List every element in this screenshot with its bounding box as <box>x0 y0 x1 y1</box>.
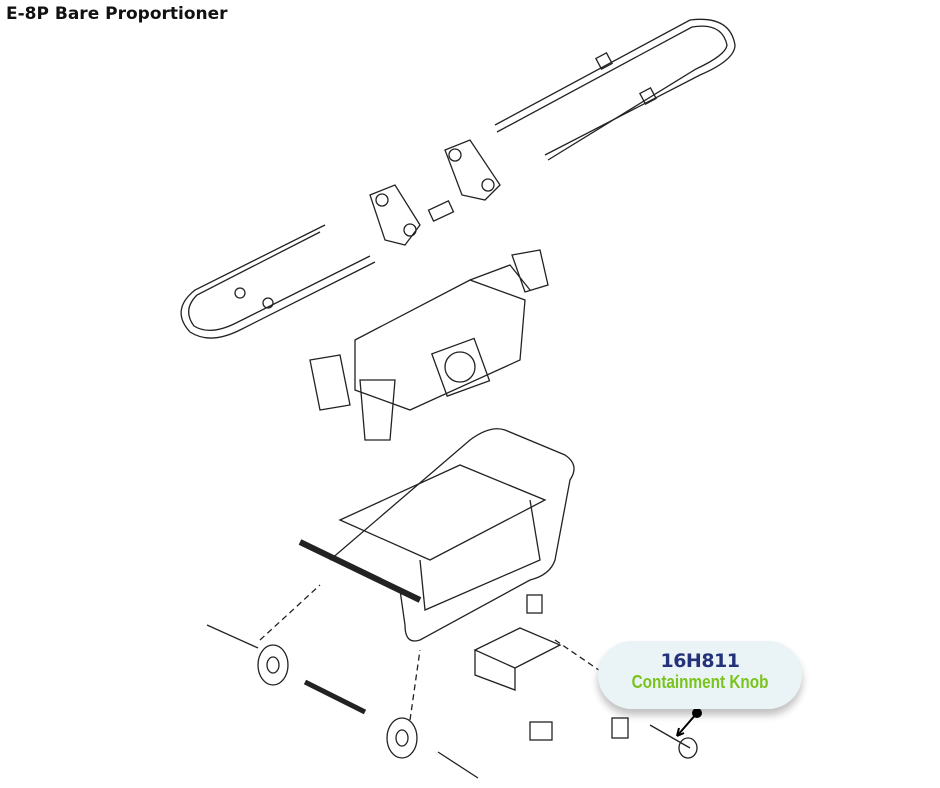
callout-pointer <box>676 708 702 737</box>
mount-brackets <box>369 139 501 246</box>
part-number: 16H811 <box>660 650 740 672</box>
part-name: Containment Knob <box>631 672 769 692</box>
lower-handle <box>180 224 376 339</box>
upper-handle <box>494 18 736 161</box>
cart-frame <box>298 428 575 642</box>
part-callout: 16H811 Containment Knob <box>598 641 802 709</box>
diagram-title: E-8P Bare Proportioner <box>6 4 228 24</box>
motor-assembly <box>309 249 549 441</box>
wheels <box>206 584 479 779</box>
